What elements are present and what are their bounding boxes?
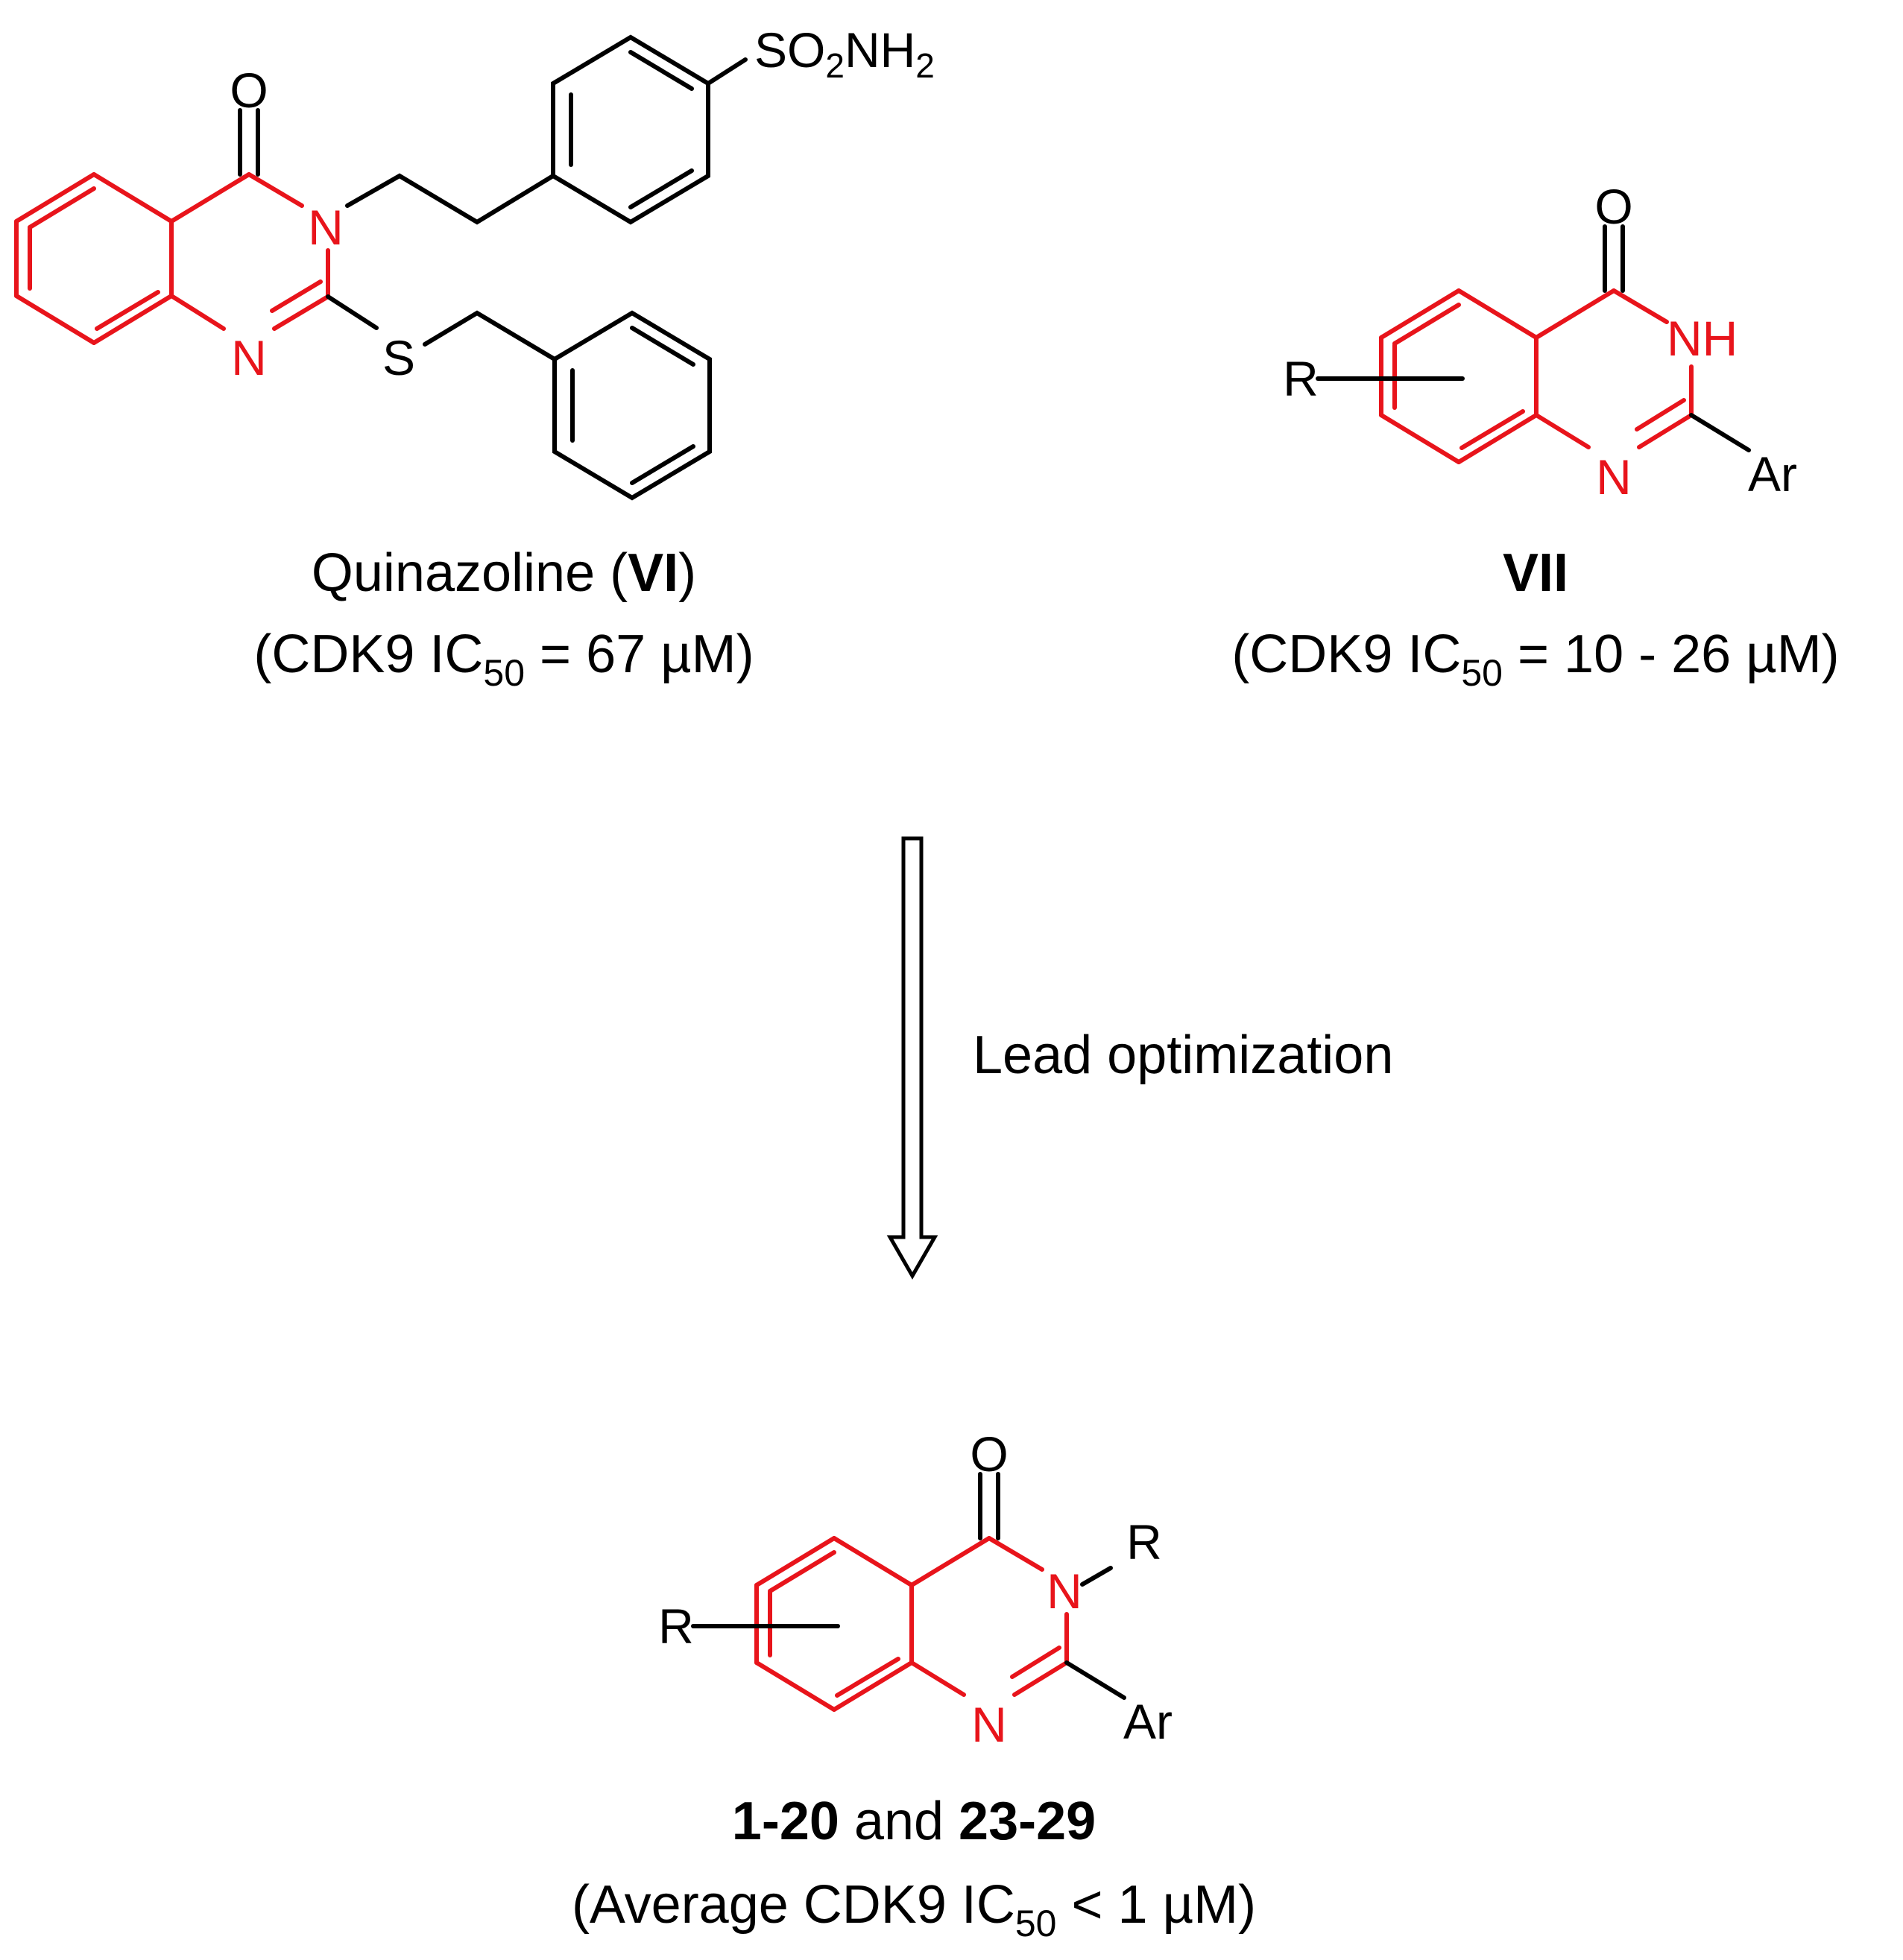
compound-final-n-r-label: R	[1126, 1514, 1162, 1569]
compound-vii-n1-label: N	[1596, 449, 1632, 505]
compound-vi-phenyl-sulfonamide-ring	[551, 34, 710, 225]
compound-final-n1-label: N	[971, 1697, 1007, 1752]
compound-vii-name: VII	[1503, 543, 1568, 603]
compound-vi-n3-label: N	[308, 200, 344, 255]
compound-vii-structure: O NH N R Ar	[1283, 179, 1797, 505]
arrow-label: Lead optimization	[973, 1025, 1393, 1085]
compound-final-carbonyl-bond	[978, 1472, 1000, 1540]
compound-vii-ar-label: Ar	[1748, 446, 1797, 502]
compound-vi-oxygen-label: O	[230, 63, 268, 118]
compound-vii-oxygen-label: O	[1594, 179, 1632, 234]
compound-vii-activity: (CDK9 IC50 = 10 - 26 µM)	[1231, 625, 1839, 694]
compound-final-n3-label: N	[1047, 1564, 1082, 1619]
compound-vi-scaffold	[14, 172, 330, 345]
compound-vii-carbonyl-bond	[1603, 224, 1625, 293]
compound-final-structure: O N R N R Ar	[658, 1426, 1173, 1752]
compound-final-name: 1-20 and 23-29	[732, 1792, 1096, 1851]
lead-optimization-arrow	[886, 836, 938, 1280]
compound-final-ar-label: Ar	[1123, 1694, 1173, 1749]
compound-final-activity: (Average CDK9 IC50 < 1 µM)	[572, 1875, 1256, 1944]
compound-vi-n1-label: N	[231, 330, 267, 385]
compound-final-ring-r-label: R	[658, 1599, 694, 1654]
compound-vii-scaffold	[1379, 288, 1694, 464]
compound-vi-sulfur-label: S	[382, 330, 415, 385]
compound-vi-activity: (CDK9 IC50 = 67 µM)	[253, 625, 754, 694]
compound-vi-name: Quinazoline (VI)	[312, 543, 696, 603]
compound-vii-nh-label: NH	[1667, 311, 1738, 366]
compound-vi-carbonyl-bond	[238, 108, 260, 177]
compound-vi-structure: O N N S SO2NH2	[14, 22, 935, 501]
compound-final-oxygen-label: O	[970, 1426, 1008, 1482]
compound-vi-sulfonamide-label: SO2NH2	[754, 22, 935, 85]
compound-vi-benzyl-ring	[552, 310, 712, 501]
compound-vii-r-label: R	[1283, 351, 1319, 406]
